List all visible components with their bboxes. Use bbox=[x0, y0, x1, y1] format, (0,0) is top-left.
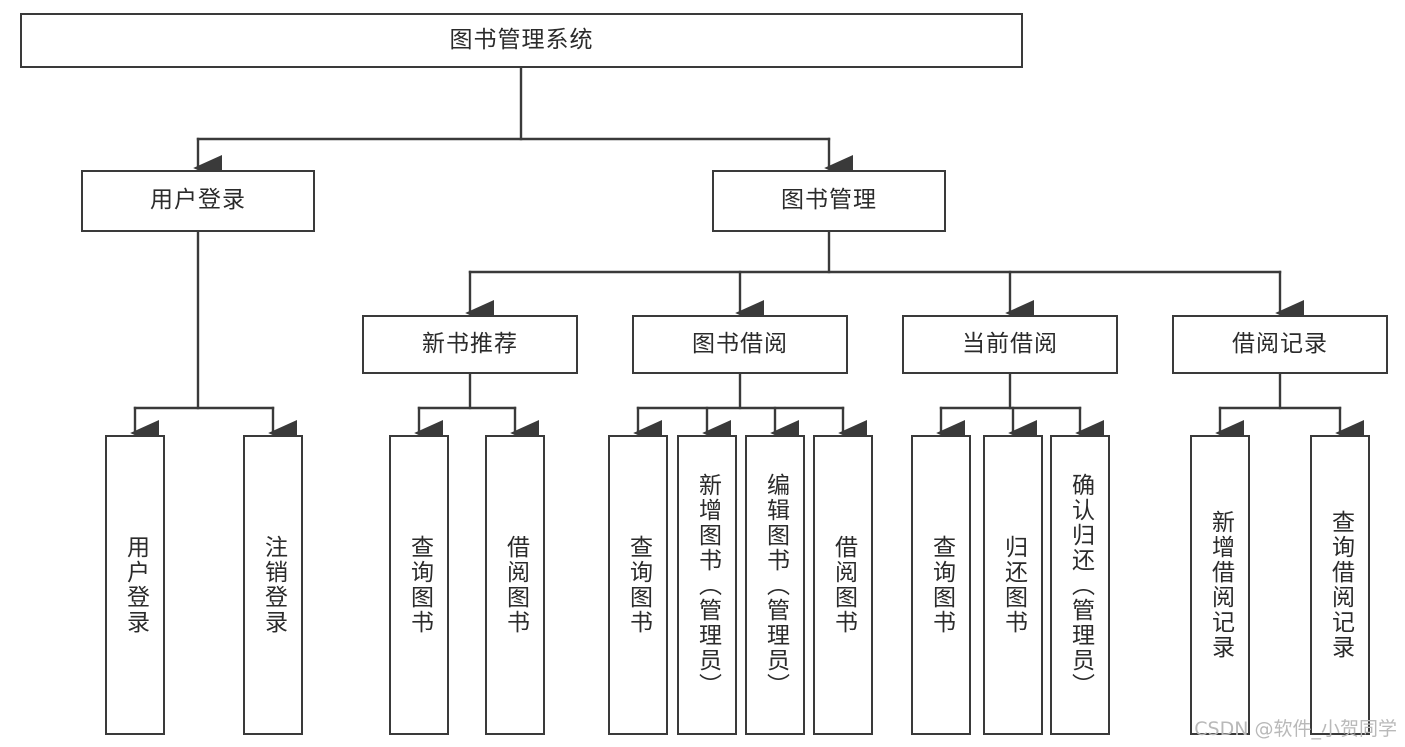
node-label: 新书推荐 bbox=[422, 330, 518, 357]
node-book-management[interactable]: 图书管理 bbox=[712, 170, 946, 232]
node-label: 新增借阅记录 bbox=[1207, 510, 1234, 660]
leaf-confirm-return-admin[interactable]: 确认归还（管理员） bbox=[1050, 435, 1110, 735]
node-book-borrow[interactable]: 图书借阅 bbox=[632, 315, 848, 374]
node-root-system[interactable]: 图书管理系统 bbox=[20, 13, 1023, 68]
watermark-text: CSDN @软件_小贺同学 bbox=[1194, 718, 1397, 740]
leaf-query-book-borrow[interactable]: 查询图书 bbox=[608, 435, 668, 735]
leaf-user-login[interactable]: 用户登录 bbox=[105, 435, 165, 735]
node-label: 编辑图书（管理员） bbox=[762, 472, 789, 698]
leaf-return-book[interactable]: 归还图书 bbox=[983, 435, 1043, 735]
leaf-add-borrow-record[interactable]: 新增借阅记录 bbox=[1190, 435, 1250, 735]
node-label: 查询图书 bbox=[406, 535, 433, 635]
node-label: 注销登录 bbox=[260, 535, 287, 635]
node-label: 查询图书 bbox=[625, 535, 652, 635]
node-current-borrow[interactable]: 当前借阅 bbox=[902, 315, 1118, 374]
leaf-borrow-book-recommend[interactable]: 借阅图书 bbox=[485, 435, 545, 735]
leaf-query-borrow-record[interactable]: 查询借阅记录 bbox=[1310, 435, 1370, 735]
node-label: 查询借阅记录 bbox=[1327, 510, 1354, 660]
leaf-add-book-admin[interactable]: 新增图书（管理员） bbox=[677, 435, 737, 735]
node-user-login[interactable]: 用户登录 bbox=[81, 170, 315, 232]
leaf-borrow-book[interactable]: 借阅图书 bbox=[813, 435, 873, 735]
node-label: 用户登录 bbox=[150, 187, 246, 214]
node-label: 用户登录 bbox=[122, 535, 149, 635]
node-borrow-record[interactable]: 借阅记录 bbox=[1172, 315, 1388, 374]
node-label: 借阅记录 bbox=[1232, 330, 1328, 357]
node-label: 借阅图书 bbox=[830, 535, 857, 635]
leaf-query-book-recommend[interactable]: 查询图书 bbox=[389, 435, 449, 735]
node-label: 借阅图书 bbox=[502, 535, 529, 635]
node-label: 图书管理系统 bbox=[449, 26, 594, 53]
leaf-edit-book-admin[interactable]: 编辑图书（管理员） bbox=[745, 435, 805, 735]
node-new-book-recommend[interactable]: 新书推荐 bbox=[362, 315, 578, 374]
node-label: 归还图书 bbox=[1000, 535, 1027, 635]
node-label: 图书借阅 bbox=[692, 330, 788, 357]
node-label: 新增图书（管理员） bbox=[694, 472, 721, 698]
node-label: 查询图书 bbox=[928, 535, 955, 635]
node-label: 当前借阅 bbox=[962, 330, 1058, 357]
leaf-query-book-current[interactable]: 查询图书 bbox=[911, 435, 971, 735]
node-label: 确认归还（管理员） bbox=[1067, 472, 1094, 698]
node-label: 图书管理 bbox=[781, 187, 877, 214]
leaf-logout[interactable]: 注销登录 bbox=[243, 435, 303, 735]
